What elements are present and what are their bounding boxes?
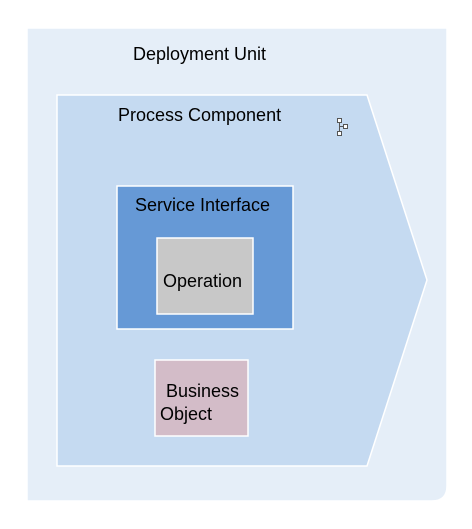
deployment-unit-label: Deployment Unit bbox=[133, 44, 267, 64]
operation-label: Operation bbox=[163, 271, 243, 291]
business-object-label: Business Object bbox=[160, 380, 250, 426]
business-object-label-line2: Object bbox=[160, 404, 213, 424]
hierarchy-icon bbox=[337, 118, 348, 136]
service-interface-label: Service Interface bbox=[135, 195, 271, 215]
process-component-label: Process Component bbox=[118, 105, 282, 125]
operation-box bbox=[156, 237, 254, 315]
business-object-box bbox=[154, 359, 249, 437]
business-object-label-line1: Business bbox=[166, 381, 240, 401]
